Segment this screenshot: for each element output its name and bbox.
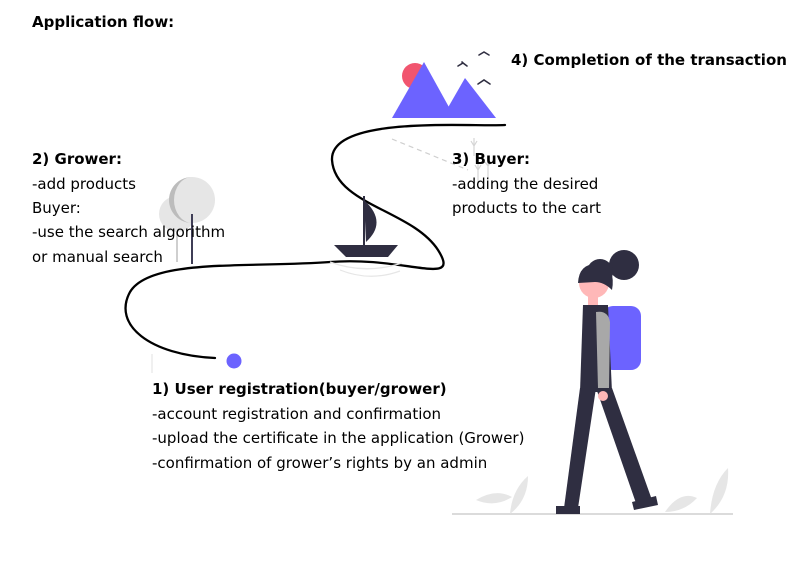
step-3-line: -adding the desired [452, 175, 599, 193]
step-3-heading: 3) Buyer: [452, 150, 530, 168]
birds-icon [457, 51, 491, 85]
step-2-line: -use the search algorithm [32, 223, 226, 241]
trees-icon [159, 177, 215, 264]
step-1-line: -confirmation of grower’s rights by an a… [152, 454, 488, 472]
step-1-line: -upload the certificate in the applicati… [152, 429, 525, 447]
step-3-line: products to the cart [452, 199, 601, 217]
page-title: Application flow: [32, 13, 175, 31]
person-with-backpack-icon [556, 250, 658, 514]
start-point-icon [226, 353, 242, 369]
step-2-line: Buyer: [32, 199, 81, 217]
step-1-line: -account registration and confirmation [152, 405, 442, 423]
sailboat-icon [329, 196, 403, 277]
dashed-trail [391, 138, 469, 171]
small-plants-icon [470, 138, 492, 182]
step-2-line: or manual search [32, 248, 163, 266]
step-2-line: -add products [32, 175, 136, 193]
winding-path [124, 123, 507, 360]
step-4-heading: 4) Completion of the transaction [511, 51, 787, 69]
mountains-icon [392, 62, 496, 118]
step-2-heading: 2) Grower: [32, 150, 122, 168]
ground-icon [452, 468, 733, 515]
step-1-heading: 1) User registration(buyer/grower) [152, 380, 447, 398]
